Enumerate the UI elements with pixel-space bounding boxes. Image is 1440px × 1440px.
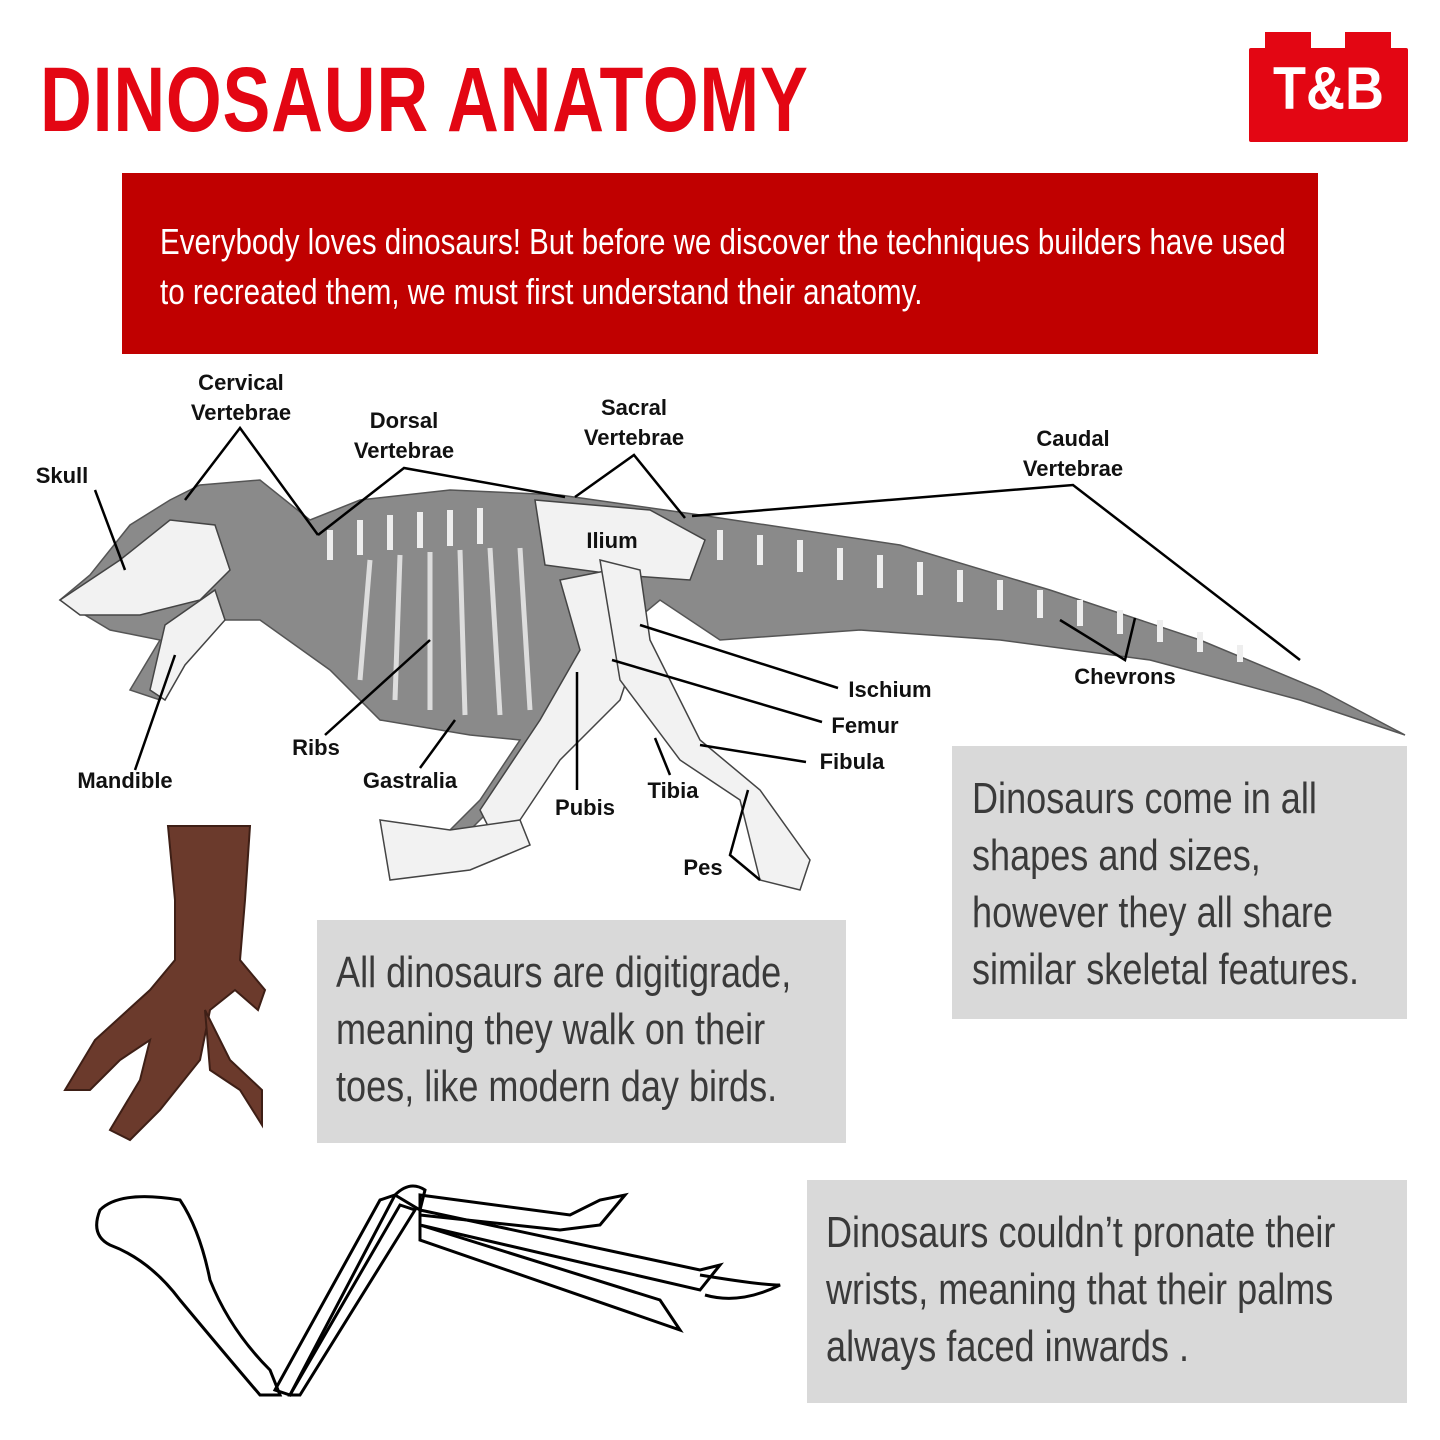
rib-marks xyxy=(357,547,533,716)
page-title: DINOSAUR ANATOMY xyxy=(40,49,809,151)
label-femur: Femur xyxy=(831,713,899,738)
label-mandible: Mandible xyxy=(77,768,173,793)
info-text-shapes: Dinosaurs come in all shapes and sizes, … xyxy=(972,774,1360,994)
intro-text: Everybody loves dinosaurs! But before we… xyxy=(160,221,1286,312)
intro-banner: Everybody loves dinosaurs! But before we… xyxy=(122,173,1318,354)
label-cervical-vertebrae: Cervical Vertebrae xyxy=(190,370,292,425)
info-box-shapes: Dinosaurs come in all shapes and sizes, … xyxy=(952,746,1407,1019)
label-gastralia: Gastralia xyxy=(362,768,458,793)
label-caudal-vertebrae: Caudal Vertebrae xyxy=(1022,426,1124,481)
label-ischium: Ischium xyxy=(848,677,932,702)
leader-lines xyxy=(93,425,1301,881)
tb-logo: T&B xyxy=(1249,32,1408,142)
trex-silhouette xyxy=(58,479,1406,881)
info-box-wrists: Dinosaurs couldn’t pronate their wrists,… xyxy=(807,1180,1407,1403)
arm-bones-drawing xyxy=(95,1184,781,1397)
label-ilium: Ilium xyxy=(586,528,638,553)
label-dorsal-vertebrae: Dorsal Vertebrae xyxy=(353,408,455,463)
vertebrae-marks xyxy=(327,508,1243,662)
info-text-digitigrade: All dinosaurs are digitigrade, meaning t… xyxy=(336,948,792,1111)
info-text-wrists: Dinosaurs couldn’t pronate their wrists,… xyxy=(826,1208,1336,1371)
label-pubis: Pubis xyxy=(555,795,615,820)
info-box-digitigrade: All dinosaurs are digitigrade, meaning t… xyxy=(317,920,846,1143)
label-sacral-vertebrae: Sacral Vertebrae xyxy=(583,395,685,450)
label-tibia: Tibia xyxy=(647,778,699,803)
fossil-foot-photo xyxy=(63,825,267,1142)
label-pes: Pes xyxy=(683,855,723,880)
label-ribs: Ribs xyxy=(292,735,340,760)
label-chevrons: Chevrons xyxy=(1074,664,1176,689)
label-fibula: Fibula xyxy=(819,749,885,774)
label-skull: Skull xyxy=(35,463,89,488)
